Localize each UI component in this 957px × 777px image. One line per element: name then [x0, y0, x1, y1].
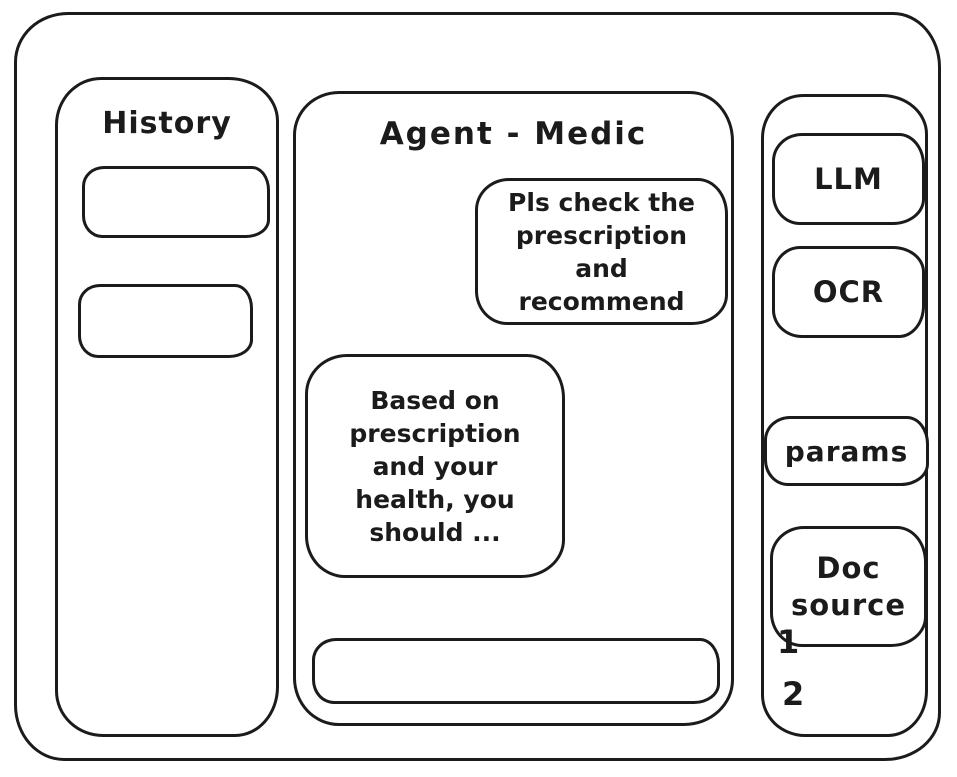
ocr-button[interactable]: OCR: [772, 246, 925, 338]
llm-button[interactable]: LLM: [772, 133, 925, 225]
params-button[interactable]: params: [764, 416, 929, 486]
chat-input-box[interactable]: [312, 638, 720, 704]
app-window-frame: History Agent - Medic Pls check the pres…: [14, 12, 941, 761]
doc-source-button[interactable]: Doc source: [770, 526, 927, 647]
doc-source-item[interactable]: 1: [777, 623, 800, 661]
chat-bubble-user: Pls check the prescription and recommend: [475, 178, 728, 325]
history-panel-title: History: [102, 106, 232, 141]
history-panel: History: [55, 77, 279, 737]
doc-source-item[interactable]: 2: [782, 675, 805, 713]
history-item[interactable]: [82, 166, 270, 238]
chat-panel: Agent - Medic Pls check the prescription…: [293, 91, 734, 726]
chat-input[interactable]: [329, 647, 707, 695]
history-item[interactable]: [78, 284, 253, 358]
chat-bubble-assistant-text: Based on prescription and your health, y…: [349, 385, 521, 547]
chat-bubble-assistant: Based on prescription and your health, y…: [305, 354, 565, 578]
chat-bubble-user-text: Pls check the prescription and recommend: [508, 187, 695, 316]
chat-panel-title: Agent - Medic: [379, 116, 648, 152]
tools-panel: LLM OCR params Doc source 1 2: [761, 94, 929, 737]
